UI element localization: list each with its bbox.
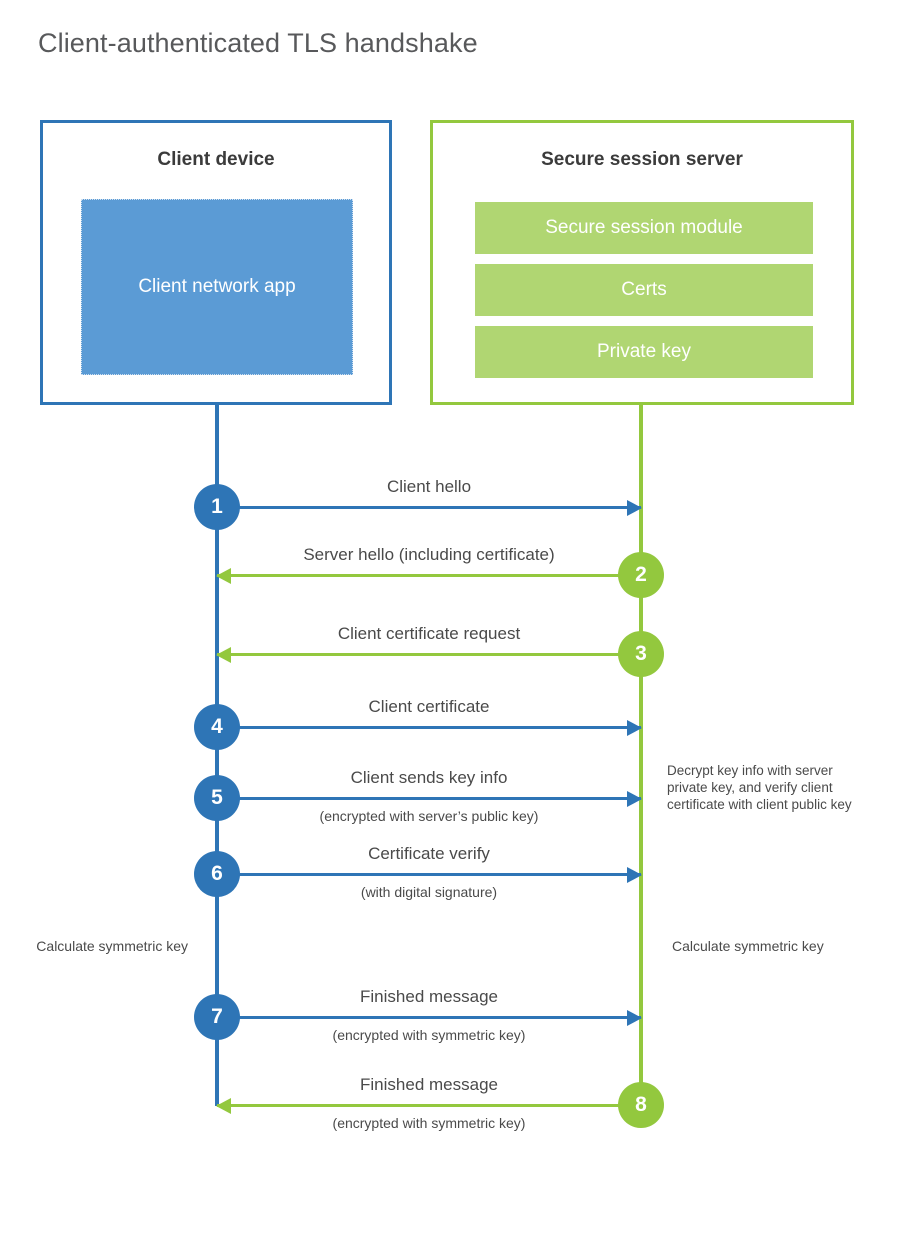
arrow-head-icon xyxy=(627,1010,642,1026)
server-decrypt-note: Decrypt key info with server private key… xyxy=(667,763,852,812)
step-badge-8[interactable]: 8 xyxy=(618,1082,664,1128)
step-badge-5[interactable]: 5 xyxy=(194,775,240,821)
step-badge-4[interactable]: 4 xyxy=(194,704,240,750)
step-badge-1[interactable]: 1 xyxy=(194,484,240,530)
server-calculate-symmetric-key-note: Calculate symmetric key xyxy=(672,938,824,954)
message-line xyxy=(217,574,641,577)
message-line xyxy=(217,797,641,800)
secure-session-server-title: Secure session server xyxy=(541,149,743,170)
arrow-head-icon xyxy=(216,568,231,584)
step-badge-7[interactable]: 7 xyxy=(194,994,240,1040)
message-label: Certificate verify xyxy=(368,844,490,863)
message-line xyxy=(217,1016,641,1019)
client-network-app-label: Client network app xyxy=(138,276,296,297)
arrow-head-icon xyxy=(627,500,642,516)
message-label: Client certificate xyxy=(368,697,490,716)
message-label: Server hello (including certificate) xyxy=(303,545,555,564)
step-badge-2[interactable]: 2 xyxy=(618,552,664,598)
secure-session-server-panel: Secure session server Secure session mod… xyxy=(430,120,854,405)
message-sublabel: (with digital signature) xyxy=(360,884,498,900)
client-lifeline xyxy=(215,403,219,1106)
step-badge-3[interactable]: 3 xyxy=(618,631,664,677)
message-sublabel: (encrypted with symmetric key) xyxy=(332,1027,526,1043)
page-title: Client-authenticated TLS handshake xyxy=(38,28,478,58)
message-line xyxy=(217,726,641,729)
arrow-head-icon xyxy=(216,647,231,663)
message-label: Client sends key info xyxy=(350,768,508,787)
arrow-head-icon xyxy=(216,1098,231,1114)
message-line xyxy=(217,653,641,656)
server-component-bar: Certs xyxy=(475,264,813,316)
server-component-bar: Secure session module xyxy=(475,202,813,254)
message-label: Finished message xyxy=(360,1075,498,1094)
client-device-panel: Client device Client network app xyxy=(40,120,392,405)
client-device-title: Client device xyxy=(157,149,275,170)
message-line xyxy=(217,506,641,509)
arrow-head-icon xyxy=(627,867,642,883)
message-line xyxy=(217,873,641,876)
message-sublabel: (encrypted with symmetric key) xyxy=(332,1115,526,1131)
message-label: Client hello xyxy=(386,477,472,496)
message-label: Client certificate request xyxy=(337,624,521,643)
client-network-app-box: Client network app xyxy=(81,199,353,375)
server-lifeline xyxy=(639,403,643,1106)
message-label: Finished message xyxy=(360,987,498,1006)
client-calculate-symmetric-key-note: Calculate symmetric key xyxy=(36,938,188,954)
message-sublabel: (encrypted with server’s public key) xyxy=(319,808,539,824)
step-badge-6[interactable]: 6 xyxy=(194,851,240,897)
server-component-bar: Private key xyxy=(475,326,813,378)
arrow-head-icon xyxy=(627,791,642,807)
arrow-head-icon xyxy=(627,720,642,736)
message-line xyxy=(217,1104,641,1107)
